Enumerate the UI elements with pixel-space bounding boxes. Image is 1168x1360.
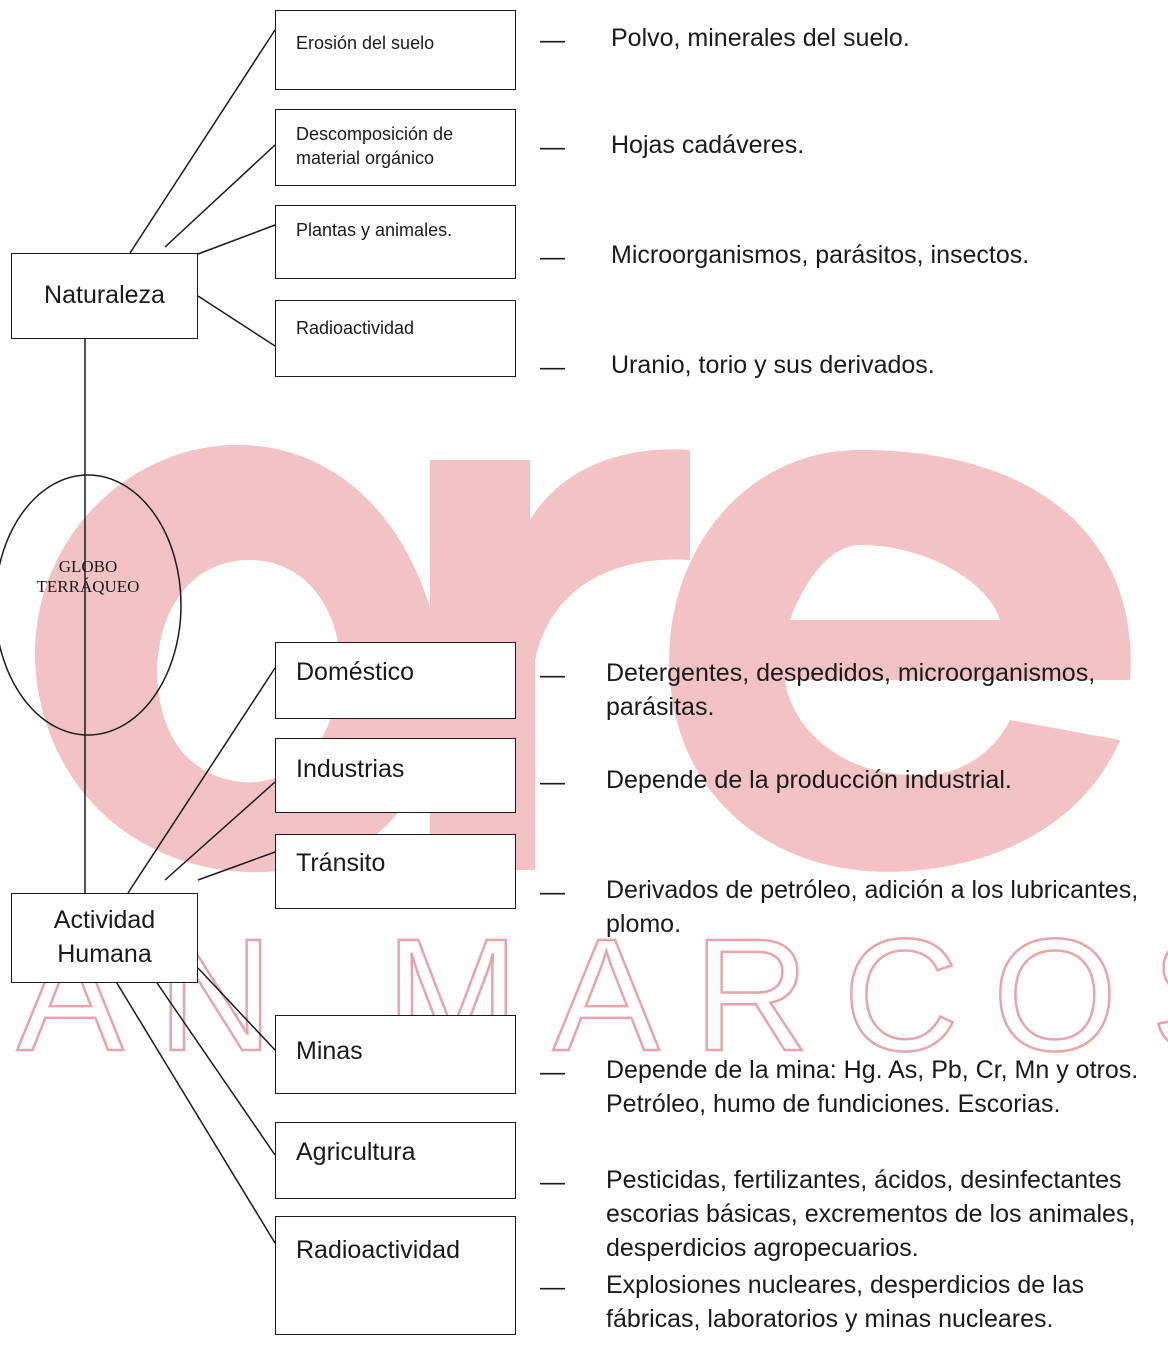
description-plants: Microorganismos, parásitos, insectos.: [611, 241, 1030, 269]
root-box-nature-label: Naturaleza: [44, 281, 165, 310]
source-box-transit: Tránsito: [275, 834, 516, 909]
source-box-domestic: Doméstico: [275, 642, 516, 719]
root-box-nature: Naturaleza: [11, 253, 198, 339]
connector-human-domestic: [127, 667, 276, 894]
connector-nature-radioactivity: [197, 295, 276, 347]
description-erosion: Polvo, minerales del suelo.: [611, 24, 910, 52]
description-radioactivity-nature: Uranio, torio y sus derivados.: [611, 351, 935, 379]
source-label: Doméstico: [296, 658, 415, 686]
globe-circle: [0, 474, 182, 736]
source-label: Tránsito: [296, 849, 386, 877]
watermark-letter-e: [669, 450, 1131, 872]
dash: —: [540, 768, 565, 796]
dash: —: [540, 353, 565, 381]
dash: —: [540, 1168, 565, 1196]
source-label: Erosión del suelo: [296, 33, 435, 53]
globe-label: GLOBO TERRÁQUEO: [8, 557, 168, 596]
source-label: Radioactividad: [296, 1236, 460, 1264]
source-box-agriculture: Agricultura: [275, 1122, 516, 1199]
source-box-plants: Plantas y animales.: [275, 205, 516, 279]
globe-label-line1: GLOBO: [58, 557, 118, 576]
dash: —: [540, 1273, 565, 1301]
source-label: Industrias: [296, 755, 405, 783]
source-box-radioactivity-human: Radioactividad: [275, 1216, 516, 1335]
dash: —: [540, 1058, 565, 1086]
dash: —: [540, 878, 565, 906]
description-industries: Depende de la producción industrial.: [606, 766, 1012, 794]
description-mines: Depende de la mina: Hg. As, Pb, Cr, Mn y…: [606, 1056, 1139, 1118]
source-box-mines: Minas: [275, 1015, 516, 1094]
connector-nature-decomposition: [164, 144, 276, 248]
connector-human-agriculture: [154, 979, 276, 1156]
globe-label-line2: TERRÁQUEO: [36, 576, 140, 596]
dash: —: [540, 133, 565, 161]
source-box-industries: Industrias: [275, 738, 516, 813]
dash: —: [540, 26, 565, 54]
connector-human-mines: [197, 967, 276, 1051]
source-label: Agricultura: [296, 1138, 416, 1166]
source-label: Descomposición de material orgánico: [296, 124, 454, 169]
description-domestic: Detergentes, despedidos, microorganismos…: [606, 659, 1096, 721]
dash: —: [540, 243, 565, 271]
source-box-radioactivity-nature: Radioactividad: [275, 300, 516, 377]
connector-human-radioactivity: [114, 979, 276, 1244]
connector-human-industries: [164, 781, 276, 881]
source-box-decomposition: Descomposición de material orgánico: [275, 109, 516, 186]
source-label: Plantas y animales.: [296, 220, 453, 240]
root-box-human-label: Actividad Humana: [53, 906, 156, 968]
root-box-human: Actividad Humana: [11, 893, 198, 983]
connector-nature-erosion: [129, 29, 276, 254]
description-radioactivity-human: Explosiones nucleares, desperdicios de l…: [606, 1271, 1085, 1333]
connector-nature-plants: [197, 224, 276, 255]
source-label: Radioactividad: [296, 318, 415, 338]
description-transit: Derivados de petróleo, adición a los lub…: [606, 876, 1139, 938]
source-label: Minas: [296, 1037, 363, 1065]
description-decomposition: Hojas cadáveres.: [611, 131, 805, 159]
connector-human-transit: [197, 851, 276, 881]
description-agriculture: Pesticidas, fertilizantes, ácidos, desin…: [606, 1166, 1136, 1262]
dash: —: [540, 661, 565, 689]
source-box-erosion: Erosión del suelo: [275, 10, 516, 90]
